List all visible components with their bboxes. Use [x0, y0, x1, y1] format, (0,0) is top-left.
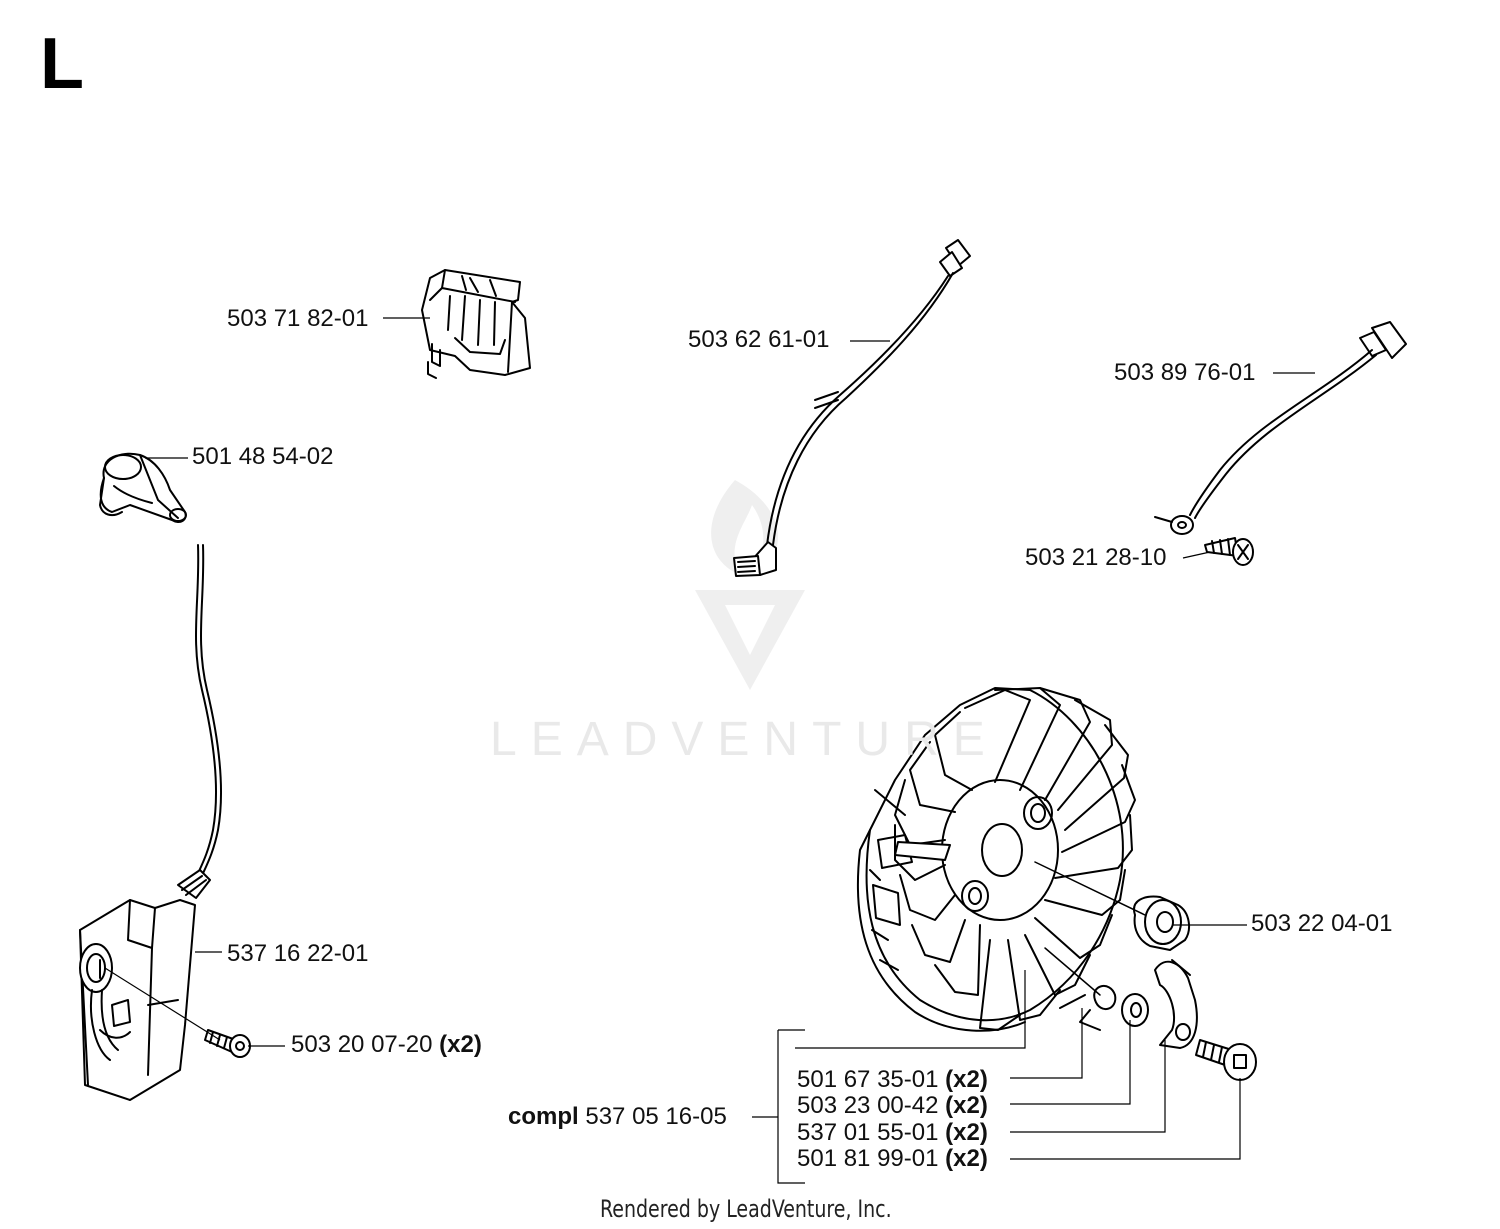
- part-label-spark-cap[interactable]: 501 48 54-02: [192, 443, 334, 470]
- ground-screw-part: [1204, 537, 1254, 566]
- quantity-label: (x2): [439, 1031, 482, 1058]
- stop-switch-part: [421, 269, 531, 379]
- part-label-pawl-screw[interactable]: 501 81 99-01 (x2): [797, 1145, 988, 1173]
- part-label-pawl[interactable]: 537 01 55-01 (x2): [797, 1119, 988, 1147]
- quantity-label: (x2): [945, 1145, 988, 1172]
- flywheel-part: [856, 687, 1136, 1032]
- quantity-label: (x2): [945, 1092, 988, 1119]
- pawl-part: [1154, 959, 1198, 1049]
- part-number: 501 67 35-01: [797, 1066, 939, 1093]
- watermark-text: LEADVENTURE: [490, 713, 999, 766]
- washer-part: [1121, 993, 1149, 1027]
- compl-label: compl: [508, 1103, 579, 1130]
- quantity-label: (x2): [945, 1066, 988, 1093]
- part-number: 503 23 00-42: [797, 1092, 939, 1119]
- ground-wire-part: [1154, 321, 1407, 535]
- ignition-cable-part: [194, 544, 217, 879]
- part-label-flywheel-nut[interactable]: 503 22 04-01: [1251, 910, 1393, 937]
- module-screw-part: [204, 1029, 251, 1058]
- part-number: 537 01 55-01: [797, 1119, 939, 1146]
- flywheel-nut-part: [1034, 861, 1191, 951]
- section-letter: L: [40, 24, 84, 104]
- ignition-module-part: [79, 869, 211, 1101]
- spark-plug-cap-part: [99, 452, 187, 523]
- quantity-label: (x2): [945, 1119, 988, 1146]
- pawl-screw-part: [1195, 1039, 1257, 1081]
- part-label-ignition-module[interactable]: 537 16 22-01: [227, 940, 369, 967]
- spring-part: [1044, 947, 1117, 1031]
- part-label-module-screw[interactable]: 503 20 07-20 (x2): [291, 1031, 482, 1059]
- leader-lines: [104, 317, 1315, 1184]
- part-label-screw-ground[interactable]: 503 21 28-10: [1025, 544, 1167, 571]
- part-number: 503 20 07-20: [291, 1031, 433, 1058]
- footer-credit: Rendered by LeadVenture, Inc.: [600, 1195, 892, 1223]
- part-label-switch[interactable]: 503 71 82-01: [227, 305, 369, 332]
- part-label-wire-ground[interactable]: 503 89 76-01: [1114, 359, 1256, 386]
- part-label-washer[interactable]: 503 23 00-42 (x2): [797, 1092, 988, 1120]
- part-label-wire-short[interactable]: 503 62 61-01: [688, 326, 830, 353]
- part-number: 537 05 16-05: [585, 1103, 727, 1130]
- part-number: 501 81 99-01: [797, 1145, 939, 1172]
- part-label-compl[interactable]: compl 537 05 16-05: [508, 1103, 727, 1131]
- short-wire-part: [733, 239, 971, 577]
- part-label-spring[interactable]: 501 67 35-01 (x2): [797, 1066, 988, 1094]
- watermark-logo-icon: [695, 480, 805, 690]
